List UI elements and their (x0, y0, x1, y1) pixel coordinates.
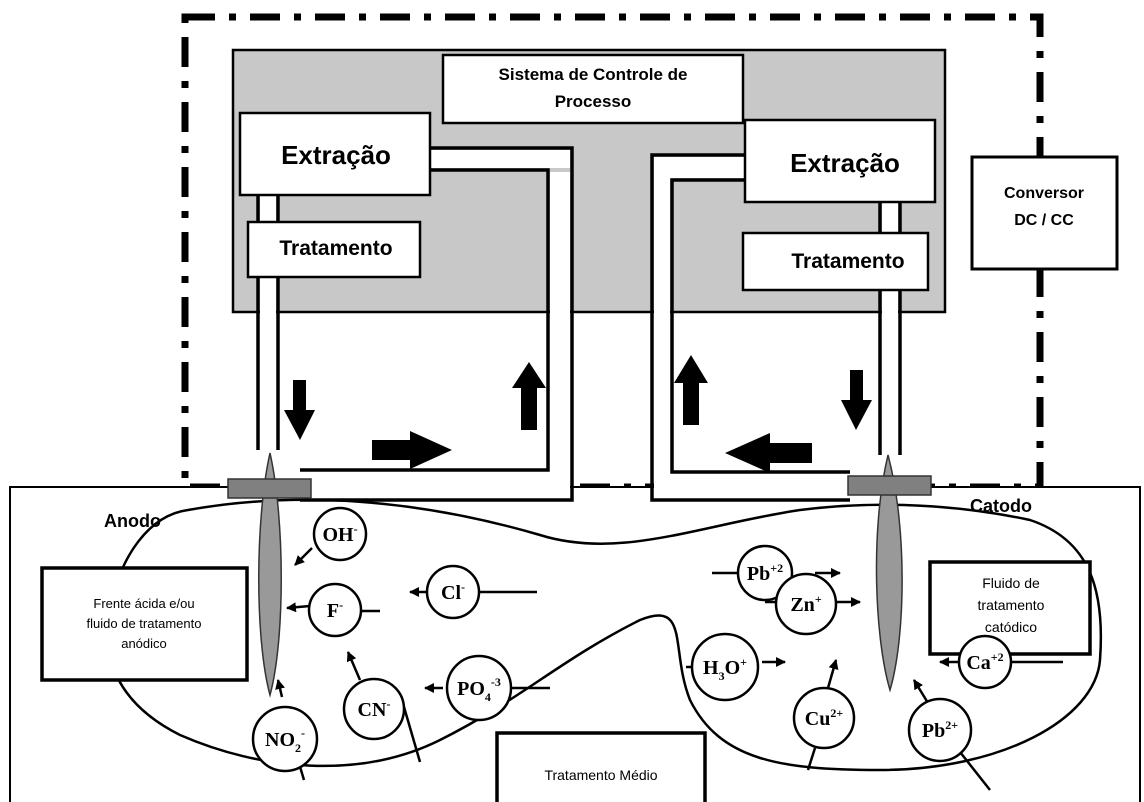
svg-text:Zn+: Zn+ (790, 592, 821, 616)
extraction-label-right: Extração (790, 148, 900, 178)
svg-text:Ca+2: Ca+2 (966, 650, 1003, 674)
ion-oh: OH- (312, 506, 368, 562)
ion-no2: NO2- (251, 705, 319, 773)
anode-collar (227, 478, 312, 499)
extraction-label-left: Extração (281, 140, 391, 170)
flow-arrow-right-down (841, 370, 872, 430)
anodic-fluid-line2: fluido de tratamento (87, 616, 202, 631)
cathode-electrode (875, 454, 903, 693)
converter-label-line1: Conversor (1004, 185, 1084, 202)
svg-text:Cl-: Cl- (441, 580, 465, 604)
anodic-fluid-line3: anódico (121, 636, 167, 651)
ion-cu: Cu2+ (792, 686, 856, 750)
medium-box (495, 731, 707, 802)
converter-label-line2: DC / CC (1014, 212, 1074, 229)
anodic-fluid-box (40, 566, 249, 682)
ion-pb-plus2: Pb+2 (736, 544, 794, 602)
cathodic-fluid-line2: tratamento (978, 597, 1045, 613)
left-return-top-fill (430, 150, 570, 168)
ion-zn: Zn+ (774, 572, 838, 636)
svg-text:OH-: OH- (322, 522, 357, 546)
ion-pb-2plus: Pb2+ (907, 697, 973, 763)
cathodic-fluid-box (928, 560, 1092, 656)
cathode-label: Catodo (970, 496, 1032, 516)
svg-text:H3O+: H3O+ (703, 655, 747, 683)
extraction-box-left (238, 111, 432, 197)
svg-text:Pb+2: Pb+2 (747, 561, 783, 585)
flow-arrow-left-up (512, 362, 546, 430)
control-title-line2: Processo (555, 92, 632, 111)
control-title-box (441, 53, 745, 125)
treatment-label-left: Tratamento (279, 237, 392, 260)
right-return-bottom-fill (654, 474, 850, 498)
ion-cl: Cl- (425, 564, 481, 620)
svg-text:CN-: CN- (358, 697, 391, 721)
ion-cn: CN- (342, 677, 406, 741)
cation-migration-arrows (686, 568, 1063, 791)
svg-text:Cu2+: Cu2+ (805, 706, 844, 730)
cathodic-fluid-line3: catódico (985, 619, 1037, 635)
ion-f: F- (307, 582, 363, 638)
left-return-fill (550, 172, 570, 468)
ion-h3o: H3O+ (690, 632, 760, 702)
svg-text:PO4-3: PO4-3 (457, 675, 501, 704)
anode-electrode (258, 452, 282, 698)
anode-label: Anodo (104, 511, 161, 531)
treatment-label-right: Tratamento (791, 250, 904, 273)
left-return-bottom-fill (300, 472, 570, 498)
treatment-box-right (741, 231, 930, 292)
flow-arrow-right-up (674, 355, 708, 425)
anodic-fluid-line1: Frente ácida e/ou (93, 596, 194, 611)
contamination-zone (106, 498, 1103, 772)
svg-text:F-: F- (327, 598, 343, 622)
ion-ca: Ca+2 (957, 634, 1013, 690)
converter-box (970, 155, 1119, 271)
flow-arrow-left-right (372, 431, 452, 469)
svg-text:Pb2+: Pb2+ (922, 718, 958, 742)
flow-arrow-left-down (284, 380, 315, 440)
cathodic-fluid-line1: Fluido de (982, 575, 1040, 591)
control-title-line1: Sistema de Controle de (499, 65, 688, 84)
right-return-fill (654, 157, 670, 498)
flow-arrow-right-left (725, 433, 812, 473)
extraction-box-right (743, 118, 937, 204)
ion-po4: PO4-3 (445, 654, 513, 722)
right-return-top-fill (654, 157, 745, 178)
svg-text:NO2-: NO2- (265, 726, 305, 755)
medium-label: Tratamento Médio (544, 767, 657, 783)
cathode-collar (847, 475, 932, 496)
treatment-box-left (246, 220, 422, 279)
